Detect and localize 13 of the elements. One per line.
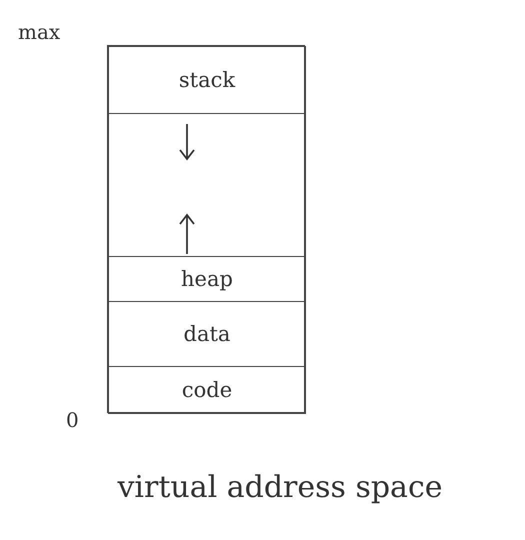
segment-label: data (184, 322, 230, 346)
segment-label: code (182, 378, 232, 402)
memory-segment (108, 366, 306, 414)
segment-label: stack (178, 68, 236, 92)
caption: virtual address space (116, 470, 444, 505)
axis-label: max (18, 20, 60, 44)
axis-label: 0 (66, 408, 79, 432)
memory-region (107, 45, 305, 413)
memory-segment (108, 301, 306, 367)
memory-segment (108, 256, 306, 302)
memory-segment (108, 46, 306, 114)
segment-label: heap (181, 267, 233, 291)
memory-region (108, 113, 306, 257)
